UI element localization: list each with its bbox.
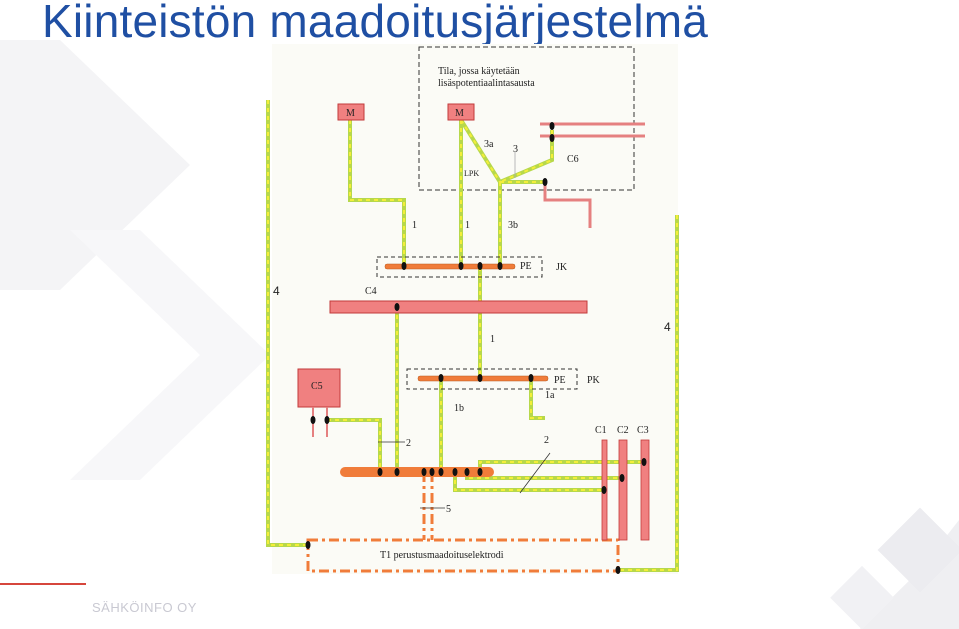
pe-top-bar bbox=[384, 263, 516, 270]
bg-chevron-left bbox=[0, 40, 190, 290]
diagram-labels: Tila, jossa käytetään lisäspotentiaalint… bbox=[273, 66, 671, 561]
bg-diamond-right-2 bbox=[877, 507, 959, 593]
label-pk: PK bbox=[587, 375, 601, 386]
label-3b: 3b bbox=[508, 220, 518, 231]
room-label-line-1: Tila, jossa käytetään bbox=[438, 66, 520, 77]
background-decoration bbox=[0, 40, 959, 629]
leader-2-right bbox=[519, 452, 551, 494]
connection-points bbox=[305, 122, 647, 574]
pe-top-box bbox=[376, 256, 543, 278]
label-pe-mid: PE bbox=[554, 375, 566, 386]
motor-m2-label: M bbox=[455, 108, 464, 119]
pe-mid-bar bbox=[417, 375, 549, 382]
bg-diamond-right bbox=[860, 520, 959, 629]
label-4-left: 4 bbox=[273, 284, 280, 298]
pipe-c6-3 bbox=[543, 182, 592, 228]
pipe-c2 bbox=[618, 439, 628, 541]
conductor-3a bbox=[459, 118, 502, 184]
footer-company: SÄHKÖINFO OY bbox=[92, 600, 197, 615]
label-c3: C3 bbox=[637, 425, 649, 436]
leader-lines bbox=[378, 152, 551, 509]
label-1-mid: 1 bbox=[490, 334, 495, 345]
lpk-label: LPK bbox=[464, 169, 479, 178]
motor-m1 bbox=[337, 103, 365, 121]
equipment-c5 bbox=[297, 368, 341, 408]
label-c4: C4 bbox=[365, 286, 377, 297]
earth-electrode bbox=[306, 472, 620, 573]
motor-m1-label: M bbox=[346, 108, 355, 119]
label-1-right: 1 bbox=[465, 220, 470, 231]
room-label-line-2: lisäspotentiaalintasausta bbox=[438, 78, 535, 89]
main-earth-bar bbox=[340, 467, 494, 477]
page-title: Kiinteistön maadoitusjärjestelmä bbox=[42, 0, 709, 47]
bg-diamond-right-3 bbox=[830, 565, 894, 629]
label-3: 3 bbox=[513, 144, 518, 155]
label-jk: JK bbox=[556, 262, 568, 273]
label-c5: C5 bbox=[311, 381, 323, 392]
pipes-c6 bbox=[540, 122, 645, 228]
conductor-4-left bbox=[266, 100, 308, 547]
c4-bar bbox=[329, 300, 588, 314]
label-c2: C2 bbox=[617, 425, 629, 436]
label-3a: 3a bbox=[484, 139, 494, 150]
label-2-right: 2 bbox=[544, 435, 549, 446]
label-1a: 1a bbox=[545, 390, 555, 401]
label-pe-top: PE bbox=[520, 261, 532, 272]
pe-mid-box bbox=[406, 368, 578, 390]
label-t1: T1 perustusmaadoituselektrodi bbox=[380, 550, 504, 561]
label-2-left: 2 bbox=[406, 438, 411, 449]
label-c1: C1 bbox=[595, 425, 607, 436]
label-4-right: 4 bbox=[664, 320, 671, 334]
conductors bbox=[266, 100, 679, 572]
bg-chevron-left-2 bbox=[70, 230, 270, 480]
footer-accent-line bbox=[0, 583, 86, 585]
pipe-c3 bbox=[640, 439, 650, 541]
label-1-left: 1 bbox=[412, 220, 417, 231]
room-box bbox=[418, 46, 635, 191]
motor-m2 bbox=[447, 103, 475, 121]
label-c6: C6 bbox=[567, 154, 579, 165]
label-1b: 1b bbox=[454, 403, 464, 414]
t1-electrode-loop bbox=[306, 538, 620, 573]
label-5: 5 bbox=[446, 504, 451, 515]
